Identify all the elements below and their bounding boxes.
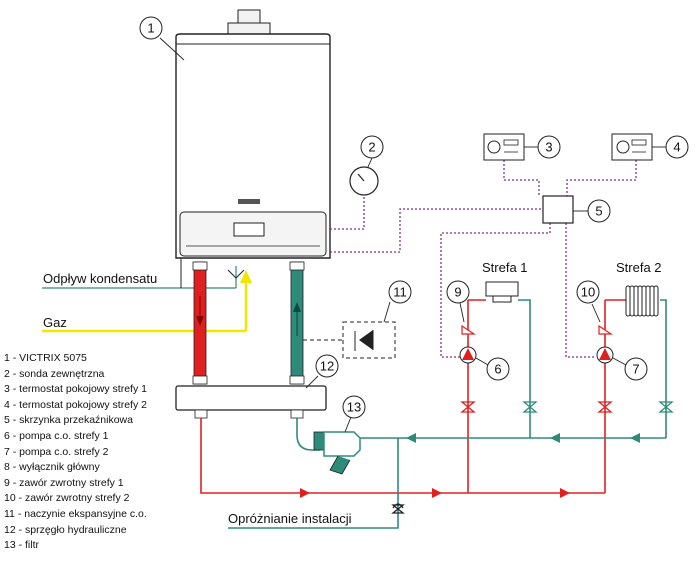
legend-item: 11 - naczynie ekspansyjne c.o. — [4, 507, 147, 520]
pump-zone-1 — [459, 346, 477, 364]
legend-item: 1 - VICTRIX 5075 — [4, 352, 87, 364]
legend-item: 5 - skrzynka przekaźnikowa — [4, 414, 133, 427]
callout-7-label: 7 — [632, 362, 639, 377]
callout-13-label: 13 — [347, 400, 361, 415]
legend-item: 7 - pompa c.o. strefy 2 — [4, 445, 109, 458]
callout-9-label: 9 — [454, 285, 461, 300]
callout-1-label: 1 — [147, 21, 154, 36]
callout-2-label: 2 — [368, 140, 375, 155]
condensate-drain-label: Odpływ kondensatu — [43, 271, 157, 286]
legend-item: 3 - termostat pokojowy strefy 1 — [4, 383, 147, 396]
callout-6: 6 — [486, 357, 510, 381]
legend-item: 9 - zawór zwrotny strefy 1 — [4, 476, 124, 489]
callout-10-label: 10 — [581, 285, 595, 300]
legend-item: 6 - pompa c.o. strefy 1 — [4, 429, 109, 442]
pump-zone-2 — [596, 346, 614, 364]
flow-direction-arrows — [300, 488, 570, 498]
zone-1-radiator — [485, 281, 519, 303]
boiler — [175, 9, 331, 259]
callout-1: 1 — [139, 16, 163, 40]
callout-11-label: 11 — [393, 285, 407, 300]
room-thermostat-zone-1 — [483, 133, 525, 161]
callout-4: 4 — [665, 135, 689, 159]
component-legend: 1 - VICTRIX 5075 2 - sonda zewnętrzna 3 … — [4, 351, 147, 554]
callout-6-label: 6 — [494, 362, 501, 377]
callout-5: 5 — [587, 199, 611, 223]
callout-9: 9 — [446, 280, 470, 304]
primary-flow-pipe — [192, 261, 208, 385]
gas-line — [42, 270, 252, 333]
callout-11: 11 — [388, 280, 412, 304]
callout-leaders — [159, 37, 666, 433]
zone-valves — [391, 401, 674, 514]
expansion-vessel — [303, 321, 396, 359]
callout-5-label: 5 — [595, 204, 602, 219]
callout-12: 12 — [315, 354, 339, 378]
legend-item: 12 - sprzęgło hydrauliczne — [4, 523, 127, 536]
hydraulic-separator — [175, 385, 327, 419]
check-valves — [461, 316, 613, 335]
relay-box — [542, 195, 574, 224]
callout-3-label: 3 — [545, 140, 552, 155]
callout-7: 7 — [624, 357, 648, 381]
drain-system-label: Opróżnianie instalacji — [228, 511, 352, 526]
electrical-wiring — [330, 160, 637, 358]
callout-2: 2 — [360, 135, 384, 159]
callout-12-label: 12 — [320, 359, 334, 374]
legend-item: 13 - filtr — [4, 539, 40, 552]
callout-3: 3 — [537, 135, 561, 159]
callout-13: 13 — [342, 395, 366, 419]
legend-item: 10 - zawór zwrotny strefy 2 — [4, 492, 130, 505]
legend-item: 2 - sonda zewnętrzna — [4, 367, 105, 380]
gas-label: Gaz — [43, 315, 67, 330]
legend-item: 8 - wyłącznik główny — [4, 461, 100, 474]
callout-4-label: 4 — [673, 140, 680, 155]
return-direction-arrows — [406, 433, 640, 443]
room-thermostat-zone-2 — [611, 133, 653, 161]
primary-return-pipe — [289, 261, 305, 385]
zone-2-label: Strefa 2 — [616, 260, 662, 275]
filter — [313, 431, 361, 475]
callout-10: 10 — [576, 280, 600, 304]
zone-2-coil-radiator — [625, 285, 659, 317]
outdoor-probe — [349, 166, 379, 196]
zone-1-label: Strefa 1 — [482, 260, 528, 275]
legend-item: 4 - termostat pokojowy strefy 2 — [4, 398, 147, 411]
